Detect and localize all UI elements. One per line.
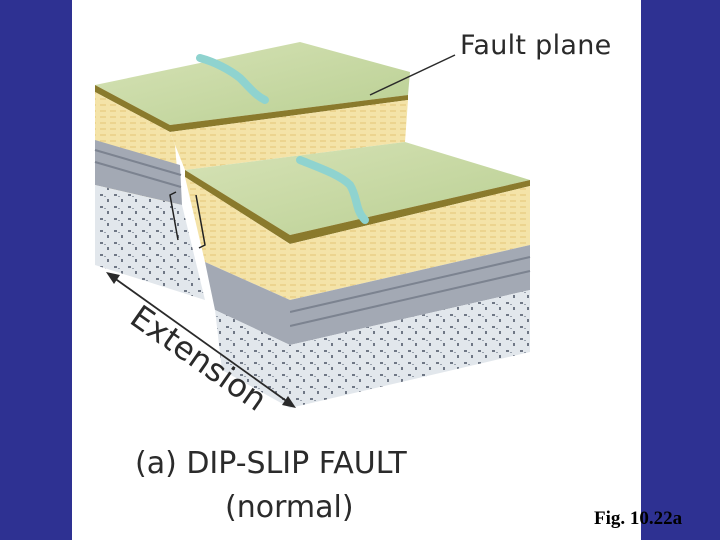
fault-plane-pointer [369,54,456,96]
fault-plane-face [170,100,408,170]
extension-arrow-line [109,274,293,406]
footwall-granite-face [95,185,205,300]
extension-arrowhead-right [282,396,296,408]
river-lower [296,156,369,224]
hangingwall-granite-side [290,290,530,408]
diagram-caption-subtitle: (normal) [225,490,354,525]
hangingwall-sandstone-side [290,186,530,300]
footwall-top-surface [95,42,410,125]
hangingwall-granite-face [215,310,290,408]
extension-arrowhead-left [106,272,120,284]
slip-arrow-up [169,191,179,241]
hangingwall-top-edge [185,170,530,244]
fault-plane-label: Fault plane [460,30,612,61]
figure-label: Fig. 10.22a [594,508,683,529]
hangingwall-shale-face [205,262,290,345]
hangingwall-top-surface [185,142,530,235]
river-upper [196,54,269,104]
hangingwall-sandstone-face [185,177,290,300]
slip-arrow-down [195,194,206,249]
diagram-caption-title: (a) DIP-SLIP FAULT [135,446,407,481]
